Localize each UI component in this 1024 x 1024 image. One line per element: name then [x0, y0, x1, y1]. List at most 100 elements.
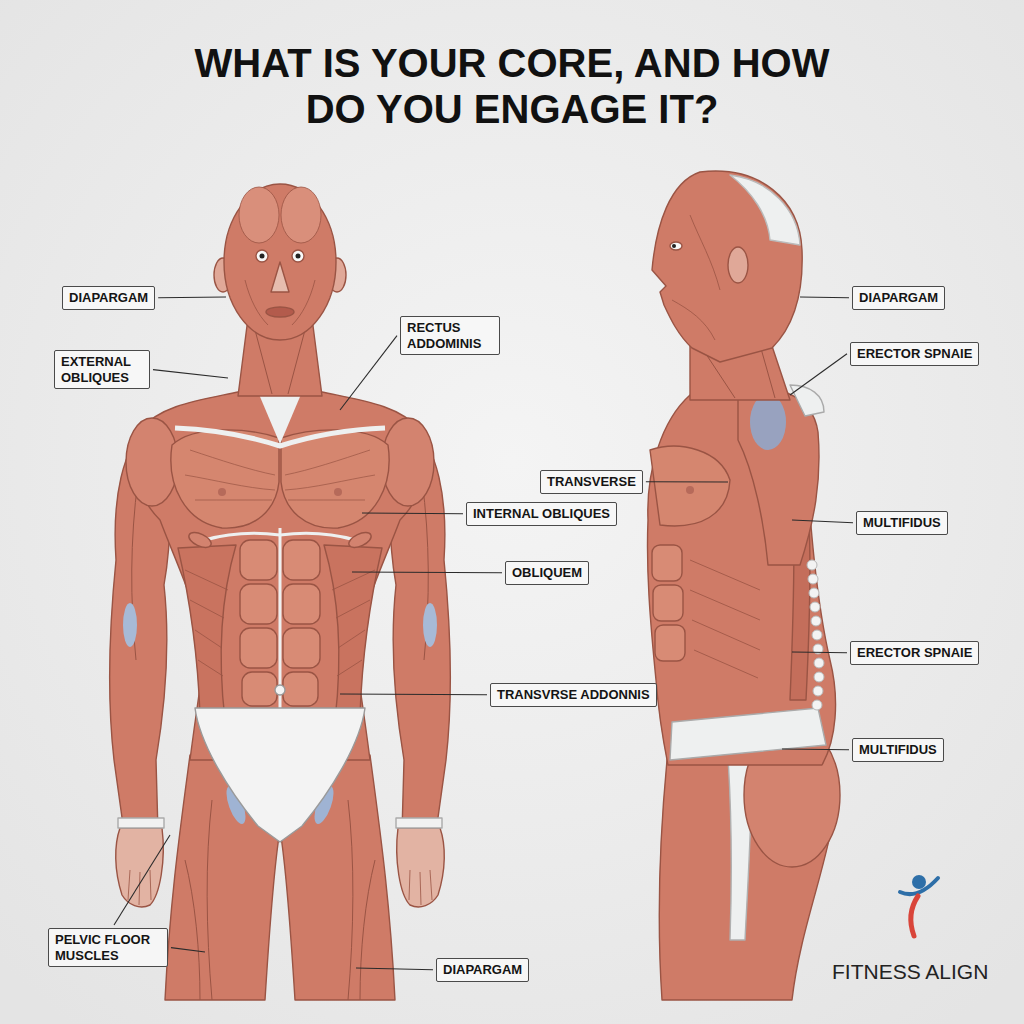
briefs — [195, 708, 365, 842]
leader-line — [792, 520, 853, 523]
leader-line — [790, 354, 847, 395]
muscle-label: PELVIC FLOOR MUSCLES — [55, 932, 161, 963]
nipple — [218, 488, 226, 496]
spine — [812, 630, 822, 640]
leader-line — [792, 651, 847, 653]
label-box: EXTERNAL OBLIQUES — [54, 350, 150, 389]
forehead-muscle — [281, 187, 321, 243]
abdominal — [652, 545, 682, 581]
head — [652, 171, 802, 362]
spine — [814, 672, 824, 682]
spine — [808, 574, 818, 584]
spine — [811, 616, 821, 626]
label-box: DIAPARGAM — [62, 286, 155, 310]
muscle-label: EXTERNAL OBLIQUES — [61, 354, 143, 385]
label-box: DIAPARGAM — [852, 286, 945, 310]
fascia — [258, 392, 302, 444]
logo-icon — [911, 896, 918, 936]
logo-icon — [912, 875, 926, 889]
forearm-tendon — [123, 603, 137, 647]
spine — [814, 658, 824, 668]
title: WHAT IS YOUR CORE, AND HOW DO YOU ENGAGE… — [162, 40, 862, 132]
muscle-label: ERECTOR SPNAIE — [857, 645, 972, 661]
leader-line — [352, 571, 502, 573]
navel — [275, 685, 285, 695]
finger-line — [128, 870, 432, 905]
side-figure — [647, 171, 840, 1000]
leader-line — [362, 512, 463, 514]
nose — [271, 262, 289, 292]
abdominal — [240, 584, 277, 624]
shoulder-joint — [750, 394, 786, 450]
leader-line — [158, 296, 226, 298]
deltoid — [382, 418, 434, 506]
cheek-line — [245, 280, 315, 325]
abdominal — [242, 672, 277, 706]
pectoral-striation — [185, 450, 375, 500]
label-box: OBLIQUEM — [505, 561, 589, 585]
serratus — [347, 529, 374, 550]
abdominal — [240, 628, 277, 668]
forehead-muscle — [239, 187, 279, 243]
muscle-label: TRANSVERSE — [547, 474, 636, 490]
leader-line — [356, 968, 433, 970]
spine — [807, 560, 824, 710]
nipple — [686, 486, 694, 494]
face-line — [672, 215, 720, 340]
leader-lines — [114, 297, 853, 970]
label-box: ERECTOR SPNAIE — [850, 342, 979, 366]
logo-icon — [900, 875, 938, 936]
skull-cap — [730, 175, 800, 245]
leader-line — [800, 296, 849, 298]
muscle-label: DIAPARGAM — [69, 290, 148, 306]
nipple — [334, 488, 342, 496]
muscle-label: RECTUS ADDOMINIS — [407, 320, 493, 351]
head — [224, 184, 336, 340]
abdominal — [240, 540, 277, 580]
label-box: INTERNAL OBLIQUES — [466, 502, 617, 526]
leader-line — [153, 370, 228, 378]
oblique — [178, 545, 236, 720]
oblique-striation — [690, 560, 760, 678]
brand-name: FITNESS ALIGN — [832, 960, 988, 984]
label-box: TRANSVERSE — [540, 470, 643, 494]
leader-line — [340, 693, 487, 695]
leader-line — [340, 336, 397, 410]
label-box: ERECTOR SPNAIE — [850, 641, 979, 665]
ear — [728, 247, 748, 283]
abdominal — [653, 585, 683, 621]
muscle-label: MULTIFIDUS — [863, 515, 941, 531]
wrist-band — [118, 818, 164, 828]
eye — [256, 250, 268, 262]
spine — [807, 560, 817, 570]
leader-line — [782, 748, 849, 750]
pupil — [672, 244, 676, 248]
pectoral — [650, 446, 730, 526]
abdominal — [283, 584, 320, 624]
label-box: MULTIFIDUS — [852, 738, 944, 762]
label-box: DIAPARGAM — [436, 958, 529, 982]
abdominal — [283, 628, 320, 668]
label-box: PELVIC FLOOR MUSCLES — [48, 928, 168, 967]
leader-line — [114, 835, 170, 925]
label-box: MULTIFIDUS — [856, 511, 948, 535]
spine — [809, 588, 819, 598]
serratus — [187, 529, 214, 550]
label-box: RECTUS ADDOMINIS — [400, 316, 500, 355]
leader-line — [171, 948, 205, 952]
muscle-label: OBLIQUEM — [512, 565, 582, 581]
wrist-band — [396, 818, 442, 828]
hip-band — [670, 708, 826, 760]
mouth — [266, 307, 294, 317]
eye — [670, 242, 682, 250]
eye — [292, 250, 304, 262]
muscle-label: DIAPARGAM — [859, 290, 938, 306]
pupil — [296, 254, 301, 259]
deltoid — [126, 418, 178, 506]
torso — [135, 392, 425, 760]
muscle-label: INTERNAL OBLIQUES — [473, 506, 610, 522]
scapula — [790, 385, 824, 416]
front-figure — [110, 184, 451, 1000]
pupil — [260, 254, 265, 259]
